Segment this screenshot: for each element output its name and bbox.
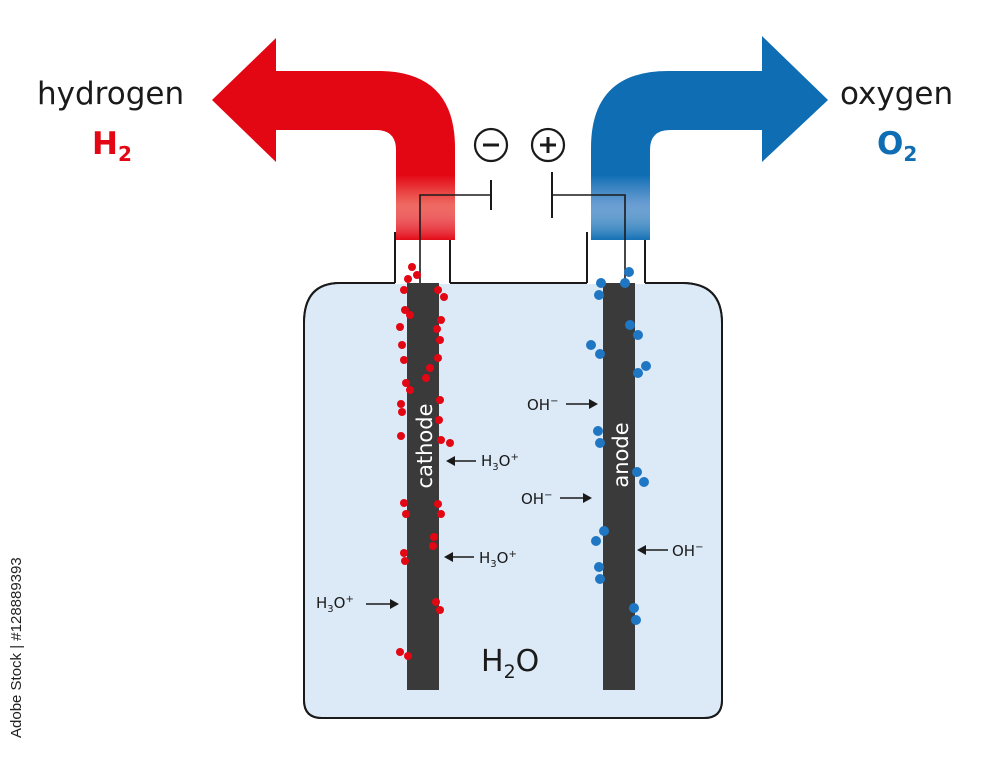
stock-watermark: Adobe Stock | #128889393 xyxy=(8,557,25,738)
cathode-label: cathode xyxy=(413,403,437,488)
hydrogen-name: hydrogen xyxy=(37,76,185,112)
h3o-ion-label-1: H3O+ xyxy=(481,452,519,473)
hydrogen-formula: H2 xyxy=(92,126,132,166)
anode-electrode xyxy=(603,283,635,690)
battery-icon xyxy=(490,172,553,218)
hydrogen-subscript: 2 xyxy=(117,142,132,167)
oxygen-name: oxygen xyxy=(840,76,954,112)
oh-ion-label-2: OH− xyxy=(521,490,553,508)
ion-arrows xyxy=(366,399,668,609)
oxygen-formula: O2 xyxy=(877,126,917,166)
circuit-wires xyxy=(419,194,626,283)
hydrogen-arrow-icon xyxy=(212,38,455,241)
h3o-ion-label-3: H3O+ xyxy=(316,594,354,615)
oxygen-symbol: O xyxy=(877,126,904,162)
water-label: H2O xyxy=(481,644,540,683)
oxygen-subscript: 2 xyxy=(903,142,918,167)
oxygen-arrow-icon xyxy=(591,36,828,241)
oh-ion-label-1: OH− xyxy=(527,396,559,414)
plus-terminal-icon xyxy=(530,127,566,163)
oh-ion-label-3: OH− xyxy=(672,542,704,560)
cathode-electrode xyxy=(407,283,439,690)
anode-label: anode xyxy=(609,422,633,487)
h3o-ion-label-2: H3O+ xyxy=(479,549,517,570)
hydrogen-bubbles xyxy=(396,263,454,660)
oxygen-bubbles xyxy=(586,267,651,625)
hydrogen-symbol: H xyxy=(92,126,118,162)
minus-terminal-icon xyxy=(473,127,509,163)
